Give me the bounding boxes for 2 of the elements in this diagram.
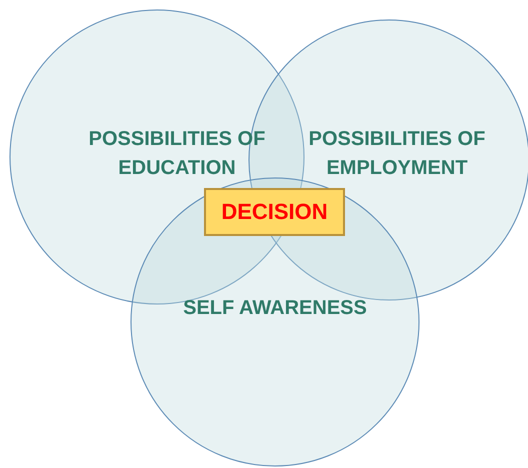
circle-label: POSSIBILITIES OF EMPLOYMENT [308,127,486,181]
circle-label: SELF AWARENESS [182,296,368,321]
